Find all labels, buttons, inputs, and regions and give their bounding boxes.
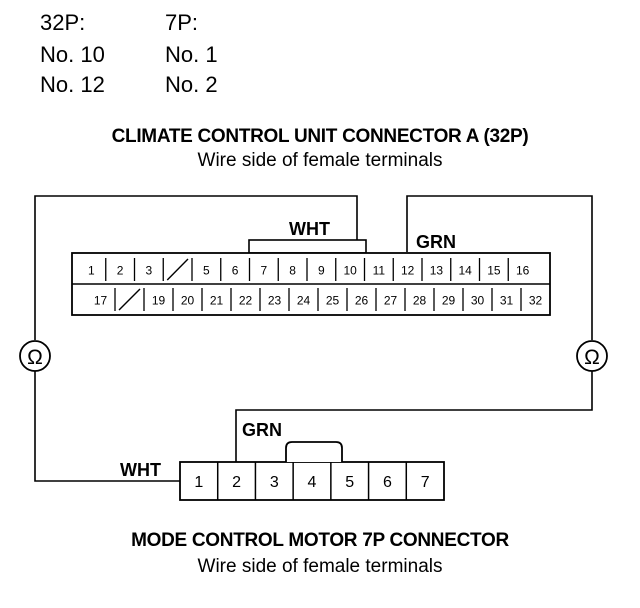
connector-a-bottom-pin-label: 17 xyxy=(94,294,108,308)
ohmmeter-left-circle xyxy=(19,340,51,372)
connector-a-subtitle: Wire side of female terminals xyxy=(197,150,443,171)
connector-a-top-pin-label: 9 xyxy=(318,264,325,278)
connector-a-top-pin-label: 13 xyxy=(430,264,444,278)
connector-a-bottom-pin-label: 22 xyxy=(239,294,253,308)
motor-connector-pins: 1 2 3 4 5 6 7 xyxy=(194,462,430,500)
connector-a-top-pin-label: 14 xyxy=(458,264,472,278)
motor-connector-pin-label: 5 xyxy=(345,474,354,491)
connector-a-bottom-pin-label: 32 xyxy=(529,294,543,308)
motor-wht-label: WHT xyxy=(120,460,161,480)
connector-a-top-pin-label: 15 xyxy=(487,264,501,278)
connector-a-bottom-pin-label: 30 xyxy=(471,294,485,308)
legend-7p-heading: 7P: xyxy=(165,10,199,35)
right-lead-upper-wire xyxy=(406,195,593,340)
left-lead-upper-wire xyxy=(34,195,358,340)
blank-cavity-slash xyxy=(118,288,141,311)
connector-a-bottom-pin-label: 29 xyxy=(442,294,456,308)
connector-a-bottom-pin-label: 28 xyxy=(413,294,427,308)
connector-a-top-pin-label: 2 xyxy=(117,264,124,278)
connector-a-bottom-pin-label: 31 xyxy=(500,294,514,308)
connector-a-bottom-pin-label: 19 xyxy=(152,294,166,308)
ohmmeter-left-symbol: Ω xyxy=(27,346,43,369)
connector-a-bottom-pin-label: 24 xyxy=(297,294,311,308)
motor-connector-pin-label: 4 xyxy=(308,474,317,491)
connector-a-top-pin-label: 5 xyxy=(203,264,210,278)
connector-a-latch xyxy=(248,239,367,254)
left-test-lead xyxy=(34,195,358,482)
connector-a-grn-label: GRN xyxy=(416,232,456,252)
connector-a-bottom-pin-label: 27 xyxy=(384,294,398,308)
connector-a-top-pin-label: 1 xyxy=(88,264,95,278)
connector-a-top-pin-label: 7 xyxy=(261,264,268,278)
ohmmeter-right: Ω xyxy=(576,340,608,372)
connector-a-top-pin-label: 8 xyxy=(289,264,296,278)
connector-a-top-pin-label: 11 xyxy=(373,264,386,278)
legend-32p-heading: 32P: xyxy=(40,10,86,35)
blank-cavity-slash xyxy=(166,258,189,281)
legend-7p-row-2: No. 2 xyxy=(165,72,218,97)
right-test-lead xyxy=(235,195,593,462)
connector-a-top-pin-label: 3 xyxy=(146,264,153,278)
motor-connector-subtitle: Wire side of female terminals xyxy=(197,556,443,577)
motor-connector-outline xyxy=(179,461,445,501)
connector-a-wht-label: WHT xyxy=(289,219,330,239)
motor-connector-body: 1 2 3 4 5 6 7 xyxy=(179,461,445,501)
legend-32p-row-2: No. 12 xyxy=(40,72,105,97)
connector-a-top-pin-label: 16 xyxy=(516,264,530,278)
connector-a-title: CLIMATE CONTROL UNIT CONNECTOR A (32P) xyxy=(111,126,529,147)
motor-connector-title: MODE CONTROL MOTOR 7P CONNECTOR xyxy=(131,530,509,551)
motor-connector-pin-label: 6 xyxy=(383,474,392,491)
right-lead-lower-wire xyxy=(235,371,593,462)
connector-a-bottom-pin-label: 21 xyxy=(210,294,224,308)
connector-a-top-pin-label: 12 xyxy=(401,264,415,278)
connector-a-bottom-pin-label: 23 xyxy=(268,294,282,308)
connector-a-bottom-pin-label: 20 xyxy=(181,294,195,308)
motor-connector-pin-label: 3 xyxy=(270,474,279,491)
motor-connector-pin-label: 2 xyxy=(232,474,241,491)
motor-connector-pin-label: 7 xyxy=(421,474,430,491)
connector-a-bottom-pin-label: 26 xyxy=(355,294,369,308)
connector-a-bottom-row: 17 19 20 21 22 23 24 25 26 27 28 29 30 31 32 xyxy=(94,288,543,311)
ohmmeter-right-circle xyxy=(576,340,608,372)
legend-7p-row-1: No. 1 xyxy=(165,42,218,67)
connector-a-top-pin-label: 10 xyxy=(343,264,357,278)
legend-32p-row-1: No. 10 xyxy=(40,42,105,67)
left-lead-lower-wire xyxy=(34,371,180,482)
connector-a-top-pin-label: 6 xyxy=(232,264,239,278)
ohmmeter-right-symbol: Ω xyxy=(584,346,600,369)
motor-connector-pin-label: 1 xyxy=(194,474,203,491)
motor-grn-label: GRN xyxy=(242,420,282,440)
motor-connector-latch xyxy=(285,441,343,462)
ohmmeter-left: Ω xyxy=(19,340,51,372)
connector-a-bottom-pin-label: 25 xyxy=(326,294,340,308)
